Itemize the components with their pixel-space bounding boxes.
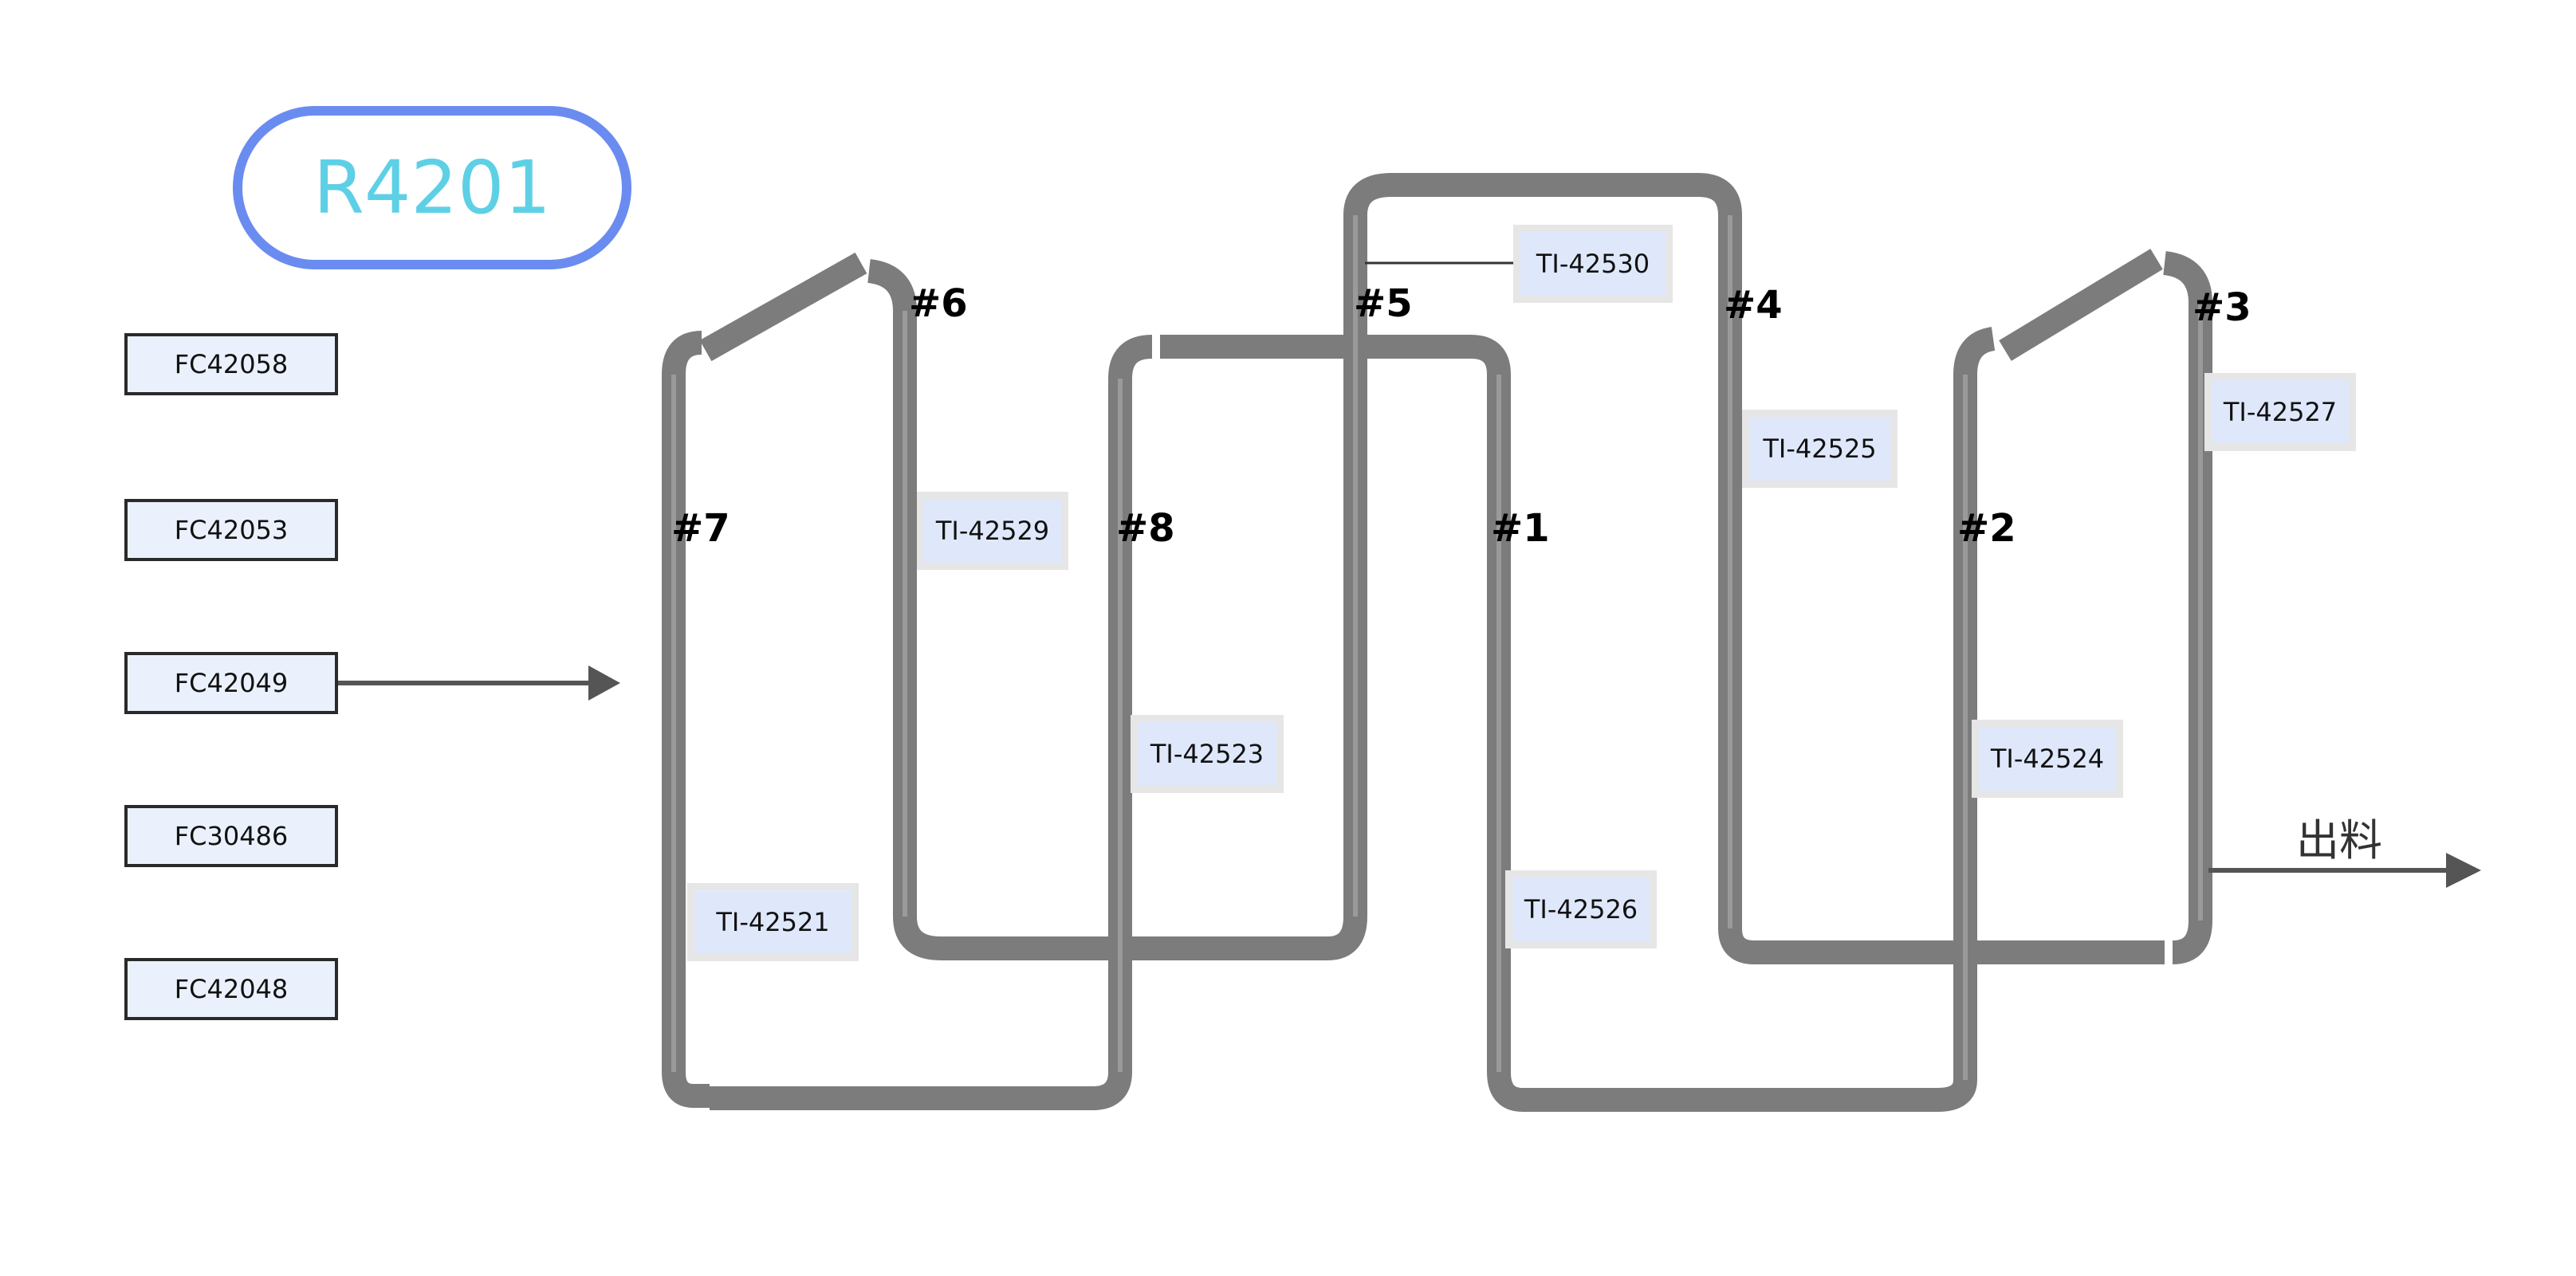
temperature-tag: TI-42526 (1505, 870, 1657, 948)
tube-pass-3-tail (2162, 251, 2212, 964)
temperature-tag: TI-42521 (687, 883, 859, 961)
tube-crossover-7-6 (699, 252, 867, 362)
outlet-label: 出料 (2296, 815, 2382, 866)
flow-controller-box: FC30486 (124, 805, 338, 867)
pass-label: #7 (671, 506, 730, 551)
flow-controller-box: FC42048 (124, 958, 338, 1020)
tube-pass-2 (1160, 327, 1996, 1112)
temperature-tag: TI-42527 (2204, 373, 2356, 451)
flow-controller-box: FC42053 (124, 499, 338, 561)
tube-pass-7-6 (662, 331, 710, 1108)
reactor-title: R4201 (313, 145, 552, 230)
pass-label: #5 (1354, 281, 1413, 326)
temperature-tag: TI-42524 (1972, 720, 2123, 798)
tube-crossover-2-3 (1999, 249, 2163, 361)
flow-controller-box: FC42058 (124, 333, 338, 395)
pass-label: #1 (1491, 506, 1550, 551)
pass-label: #2 (1957, 506, 2016, 551)
coil-tube-highlights (671, 215, 2203, 1080)
pass-label: #6 (909, 281, 968, 326)
pass-label: #4 (1724, 283, 1783, 328)
outlet-arrow (2208, 853, 2481, 888)
temperature-tag: TI-42530 (1513, 225, 1673, 303)
pass-label: #3 (2193, 285, 2252, 330)
temperature-tag: TI-42523 (1131, 715, 1284, 793)
flow-controller-box: FC42049 (124, 652, 338, 714)
temperature-tag: TI-42525 (1742, 410, 1898, 488)
temperature-tag: TI-42529 (917, 492, 1068, 570)
tube-pass-8 (710, 335, 1153, 1110)
pass-label: #8 (1116, 506, 1175, 551)
reactor-title-pill: R4201 (233, 106, 631, 269)
inlet-arrow (338, 665, 620, 701)
